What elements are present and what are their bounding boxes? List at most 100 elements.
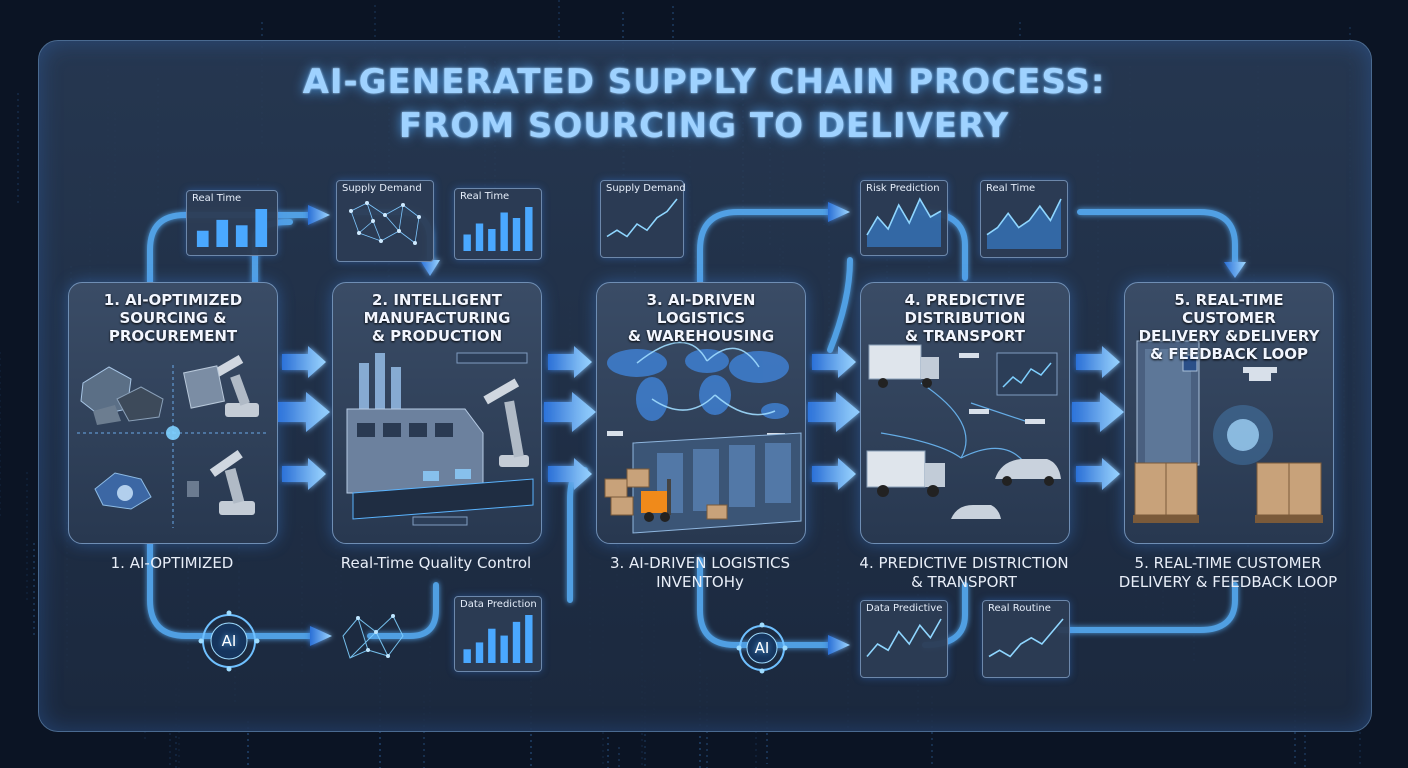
package-icon: [1134, 462, 1322, 516]
mini-bar: [500, 635, 508, 663]
package-icon: [604, 468, 728, 520]
robot-arm-icon: [183, 355, 259, 417]
stage-4-caption: 4. PREDICTIVE DISTRICTION & TRANSPORT: [859, 554, 1069, 591]
bottom-card-3-chart: [988, 618, 1064, 658]
network-edge: [366, 202, 374, 222]
ai-badge-1[interactable]: AI: [196, 608, 262, 674]
network-edge: [414, 216, 420, 244]
stage-4-illustration: [866, 344, 1061, 519]
mini-line: [866, 618, 942, 658]
bottom-card-2[interactable]: Data Predictive: [860, 600, 948, 678]
robot-arm-icon: [483, 378, 529, 467]
bottom-card-2-chart: [866, 618, 942, 658]
network-edge: [398, 230, 416, 244]
network-edge: [402, 204, 420, 218]
network-edge: [384, 214, 400, 232]
mini-bar: [525, 207, 533, 251]
network-node: [379, 239, 383, 243]
stage-5-illustration: [1133, 340, 1323, 523]
network-node: [383, 213, 387, 217]
stage-panel-5[interactable]: 5. REAL-TIME CUSTOMER DELIVERY &DELIVERY…: [1124, 282, 1334, 544]
mini-line: [606, 198, 678, 238]
label-card-icon: [412, 352, 528, 526]
mini-line: [986, 198, 1062, 236]
stage-panel-2[interactable]: 2. INTELLIGENT MANUFACTURING & PRODUCTIO…: [332, 282, 542, 544]
top-card-3-chart: [463, 207, 533, 251]
top-card-4-label: Supply Demand: [606, 183, 686, 194]
mini-bar: [255, 209, 268, 247]
bottom-card-1[interactable]: Data Prediction: [454, 596, 542, 672]
truck-icon: [866, 450, 945, 497]
bottom-card-2-label: Data Predictive: [866, 603, 943, 614]
stage-2-illustration: [346, 352, 534, 526]
bottom-card-1-label: Data Prediction: [460, 599, 537, 610]
network-node: [357, 231, 361, 235]
mini-bar: [488, 628, 496, 663]
delivery-glow-icon: [1227, 419, 1259, 451]
top-card-2-chart: [349, 201, 421, 245]
stage-4-title: 4. PREDICTIVE DISTRIBUTION & TRANSPORT: [904, 291, 1026, 345]
network-node: [397, 229, 401, 233]
top-card-1[interactable]: Real Time: [186, 190, 278, 256]
stage-panel-3[interactable]: 3. AI-DRIVEN LOGISTICS & WAREHOUSING: [596, 282, 806, 544]
network-node: [349, 209, 353, 213]
bottom-card-3[interactable]: Real Routine: [982, 600, 1070, 678]
stage-2-caption: Real-Time Quality Control: [340, 554, 532, 572]
stage-1-caption: 1. AI-OPTIMIZED: [110, 554, 234, 572]
top-card-1-chart: [196, 209, 268, 247]
mini-chart-icon: [996, 352, 1058, 396]
network-node: [401, 203, 405, 207]
network-edge: [350, 210, 360, 234]
mini-bar: [488, 229, 496, 251]
network-edge: [350, 202, 368, 212]
network-edge: [358, 232, 382, 242]
top-card-5-label: Risk Prediction: [866, 183, 940, 194]
top-card-5-chart: [866, 197, 942, 247]
drone-icon: [959, 353, 1045, 424]
top-card-6-label: Real Time: [986, 183, 1036, 194]
top-card-2-label: Supply Demand: [342, 183, 422, 194]
network-edge: [366, 202, 386, 216]
mini-bar: [512, 218, 521, 251]
top-card-3[interactable]: Real Time: [454, 188, 542, 260]
network-edge: [372, 220, 382, 242]
mini-line: [866, 197, 942, 236]
conveyor-icon: [352, 469, 534, 520]
top-card-4[interactable]: Supply Demand: [600, 180, 686, 258]
ai-badge-1-label: AI: [221, 632, 237, 650]
mini-bar: [463, 234, 471, 251]
stage-panel-1[interactable]: 1. AI-OPTIMIZED SOURCING & PROCUREMENT: [68, 282, 278, 544]
stage-3-caption: 3. AI-DRIVEN LOGISTICS INVENTOHy: [609, 554, 791, 591]
mini-area: [867, 199, 941, 247]
stage-1-title: 1. AI-OPTIMIZED SOURCING & PROCUREMENT: [103, 291, 243, 345]
stage-panel-4[interactable]: 4. PREDICTIVE DISTRIBUTION & TRANSPORT: [860, 282, 1070, 544]
mini-bar: [500, 212, 508, 251]
top-card-1-label: Real Time: [192, 193, 242, 204]
mini-bar: [512, 621, 521, 663]
ai-badge-2-label: AI: [754, 639, 770, 657]
top-card-6-chart: [986, 198, 1062, 249]
top-card-6[interactable]: Real Time: [980, 180, 1068, 258]
ai-badge-2[interactable]: AI: [734, 620, 790, 676]
mini-bar: [196, 230, 209, 247]
bottom-card-1-chart: [463, 615, 533, 663]
mini-bar: [475, 223, 484, 251]
network-edge: [398, 204, 404, 232]
network-edge: [380, 230, 400, 242]
stage-1-illustration: [77, 355, 269, 528]
network-icon: [342, 614, 404, 659]
network-edge: [384, 204, 404, 216]
stage-5-title: 5. REAL-TIME CUSTOMER DELIVERY &DELIVERY…: [1138, 291, 1320, 363]
mini-line: [988, 618, 1064, 658]
top-card-2[interactable]: Supply Demand: [336, 180, 434, 262]
stage-3-illustration: [604, 341, 802, 534]
mini-bar: [463, 649, 471, 663]
ai-network-icon: [198, 610, 260, 672]
mini-bar: [235, 225, 248, 247]
page-title-line-1: AI-GENERATED SUPPLY CHAIN PROCESS:: [302, 62, 1106, 102]
robot-arm-icon: [187, 449, 255, 515]
top-card-5[interactable]: Risk Prediction: [860, 180, 948, 256]
stage-5-caption: 5. REAL-TIME CUSTOMER DELIVERY & FEEDBAC…: [1118, 554, 1338, 591]
network-node: [413, 241, 417, 245]
page-title-line-2: FROM SOURCING TO DELIVERY: [398, 106, 1010, 146]
